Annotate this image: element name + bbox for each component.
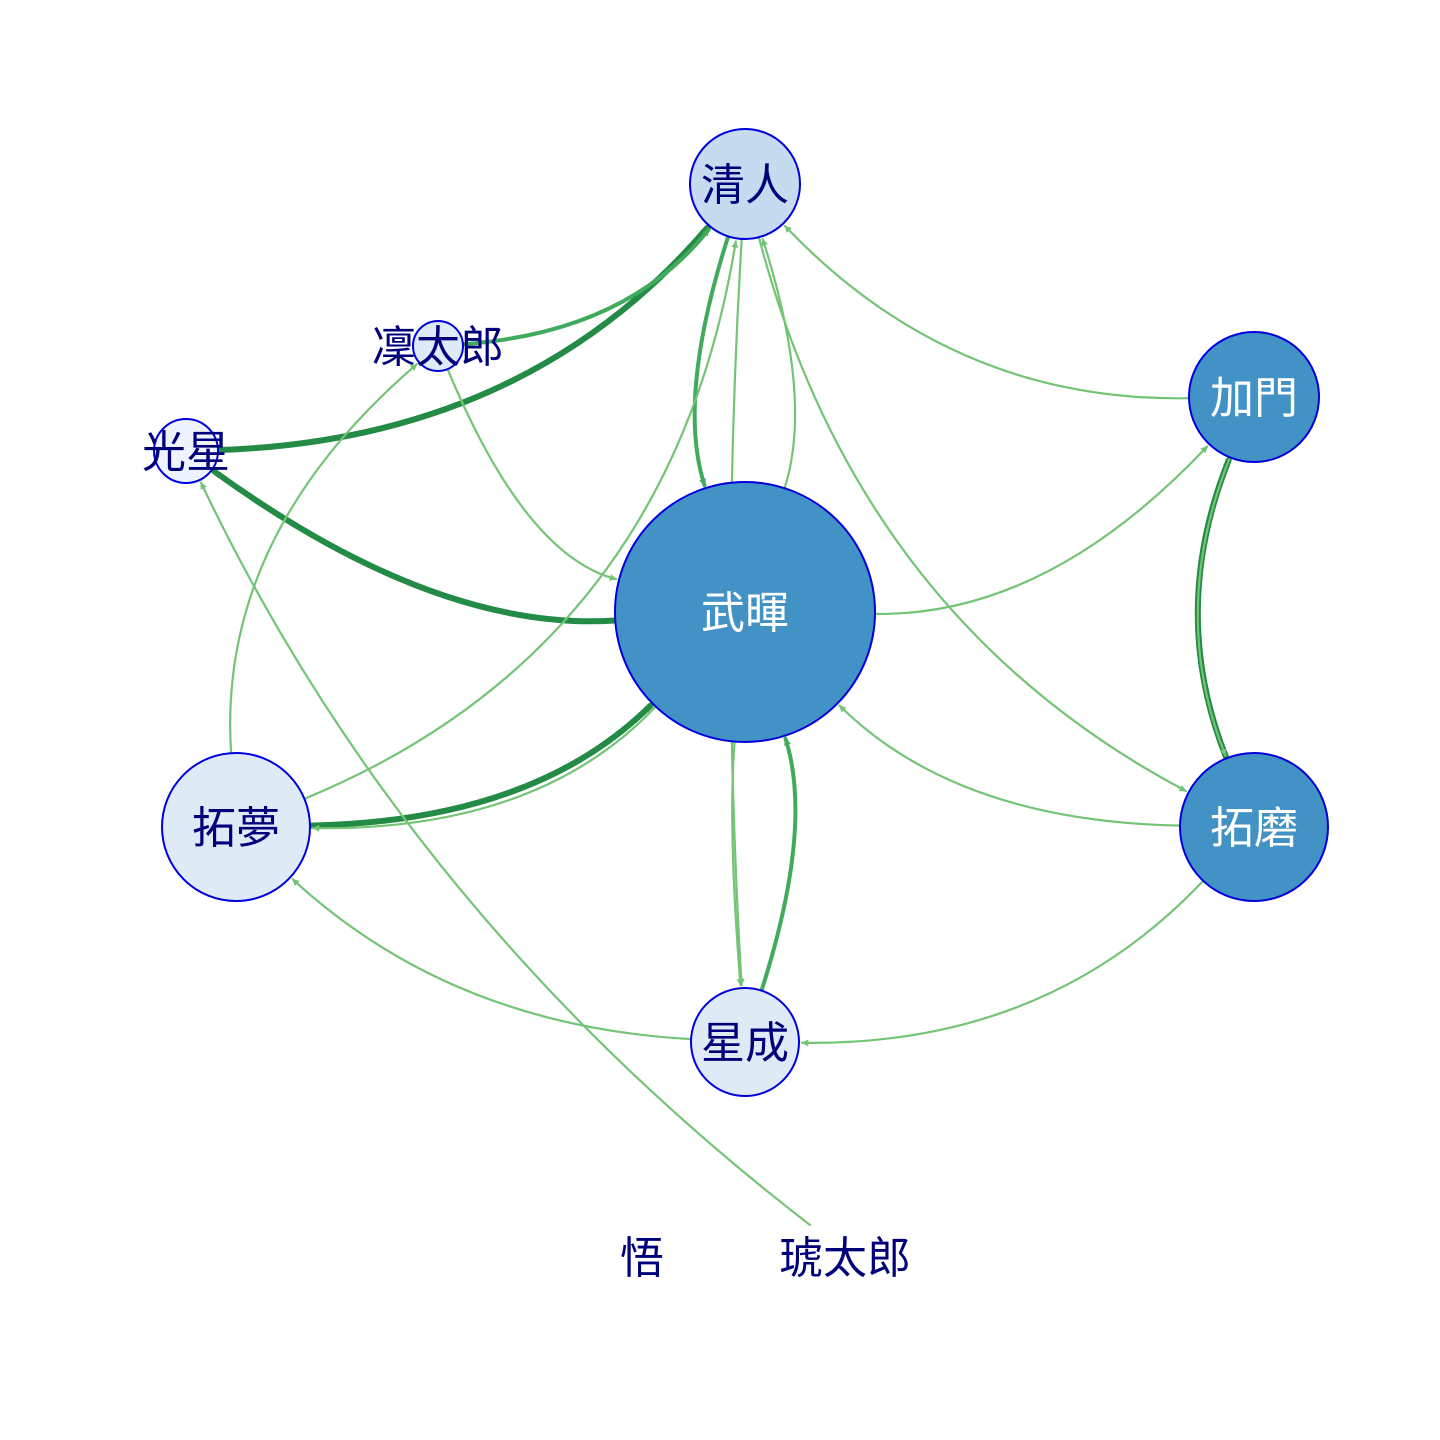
edge-kiyoto-to-taketeru — [692, 234, 731, 488]
node-circle — [690, 987, 800, 1097]
node-kamon[interactable]: 加門 — [1188, 331, 1320, 463]
edge-taketeru-to-seinari — [731, 740, 744, 987]
edge-rintaro-to-taketeru — [446, 368, 618, 581]
node-rintaro[interactable]: 凜太郎 — [372, 320, 504, 373]
node-label: 拓磨 — [1210, 803, 1298, 854]
node-taketeru[interactable]: 武暉 — [614, 481, 876, 743]
edge-takuma-to-taketeru — [838, 704, 1182, 827]
node-kotaro[interactable]: 琥太郎 — [779, 1233, 911, 1284]
node-satoru[interactable]: 悟 — [620, 1233, 664, 1284]
node-seinari[interactable]: 星成 — [690, 987, 800, 1097]
edge-taketeru-to-kamon — [873, 445, 1209, 616]
edge-takuma-to-seinari — [800, 879, 1205, 1047]
edges-layer — [199, 224, 1232, 1227]
node-label: 清人 — [701, 160, 789, 211]
edge-kotaro-to-kosei — [199, 481, 812, 1227]
node-circle — [1188, 331, 1320, 463]
node-circle — [153, 418, 219, 484]
edge-kiyoto-to-takuma — [757, 236, 1187, 793]
node-label: 武暉 — [701, 588, 789, 639]
node-circle — [161, 752, 311, 902]
node-circle — [412, 320, 464, 372]
edge-takumu-to-kiyoto — [303, 240, 739, 800]
edge-seinari-to-takumu — [291, 878, 693, 1041]
node-circle — [614, 481, 876, 743]
node-label: 加門 — [1210, 373, 1298, 424]
node-circle — [689, 128, 801, 240]
edge-takumu-to-rintaro — [229, 363, 418, 755]
node-label: 琥太郎 — [779, 1233, 911, 1284]
edge-taketeru-to-kiyoto — [761, 238, 797, 490]
edge-taketeru-to-kosei — [211, 468, 619, 625]
node-label: 悟 — [620, 1233, 664, 1284]
node-circle — [1179, 752, 1329, 902]
node-takuma[interactable]: 拓磨 — [1179, 752, 1329, 902]
edge-seinari-to-taketeru — [759, 736, 798, 993]
nodes-layer: 清人 凜太郎 光星 武暉 加門 拓夢 拓磨 — [142, 128, 1329, 1284]
edge-rintaro-to-kiyoto — [460, 227, 711, 347]
node-label: 光星 — [142, 427, 230, 478]
node-label: 拓夢 — [192, 803, 280, 854]
edge-taketeru-to-takumu — [311, 705, 657, 832]
edge-takumu-to-taketeru — [307, 702, 654, 829]
edge-kamon-to-kiyoto — [783, 224, 1191, 400]
node-takumu[interactable]: 拓夢 — [161, 752, 311, 902]
node-label: 凜太郎 — [372, 322, 504, 373]
node-label: 星成 — [701, 1018, 789, 1069]
node-kosei[interactable]: 光星 — [142, 418, 230, 484]
node-kiyoto[interactable]: 清人 — [689, 128, 801, 240]
edge-kamon-to-takuma — [1196, 456, 1231, 757]
